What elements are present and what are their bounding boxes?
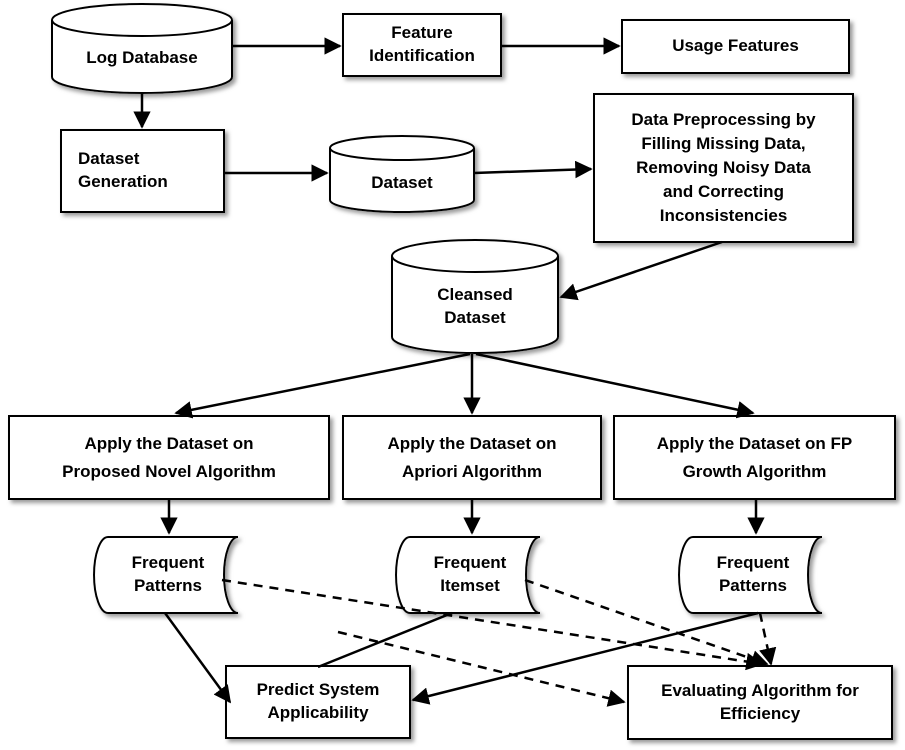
predict-system-box: [225, 665, 411, 739]
evaluating-algorithm-box: [627, 665, 893, 740]
dataset-cylinder: [329, 135, 475, 213]
frequent-patterns-2-shape: [678, 536, 823, 614]
arrow-preprocessing-to-cleansed: [559, 240, 723, 301]
data-preprocessing-box: [593, 93, 854, 243]
dashed-arrow-itemset-to-evaluating: [524, 578, 769, 668]
apply-apriori-box: [342, 415, 602, 500]
dashed-arrow-patterns2-to-evaluating: [758, 612, 777, 666]
dashed-arrow-patterns1-to-evaluating: [221, 578, 764, 671]
line-itemset-to-predict: [317, 611, 453, 669]
arrow-cleansed-to-fp: [475, 352, 755, 419]
arrow-dataset-to-preprocessing: [473, 160, 593, 179]
feature-identification-box: [342, 13, 502, 77]
arrow-patterns1-to-predict: [163, 612, 232, 704]
arrow-cleansed-to-novel: [174, 352, 471, 419]
apply-novel-box: [8, 415, 330, 500]
frequent-patterns-1-shape: [93, 536, 239, 614]
dashed-arrow-patterns1-to-evaluating-lower: [337, 630, 626, 707]
apply-fp-box: [613, 415, 896, 500]
cleansed-dataset-cylinder: [391, 239, 559, 354]
arrow-patterns2-to-predict: [411, 611, 759, 705]
log-database-cylinder: [51, 3, 233, 94]
dataset-generation-box: [60, 129, 225, 213]
usage-features-box: [621, 19, 850, 74]
frequent-itemset-shape: [395, 536, 541, 614]
